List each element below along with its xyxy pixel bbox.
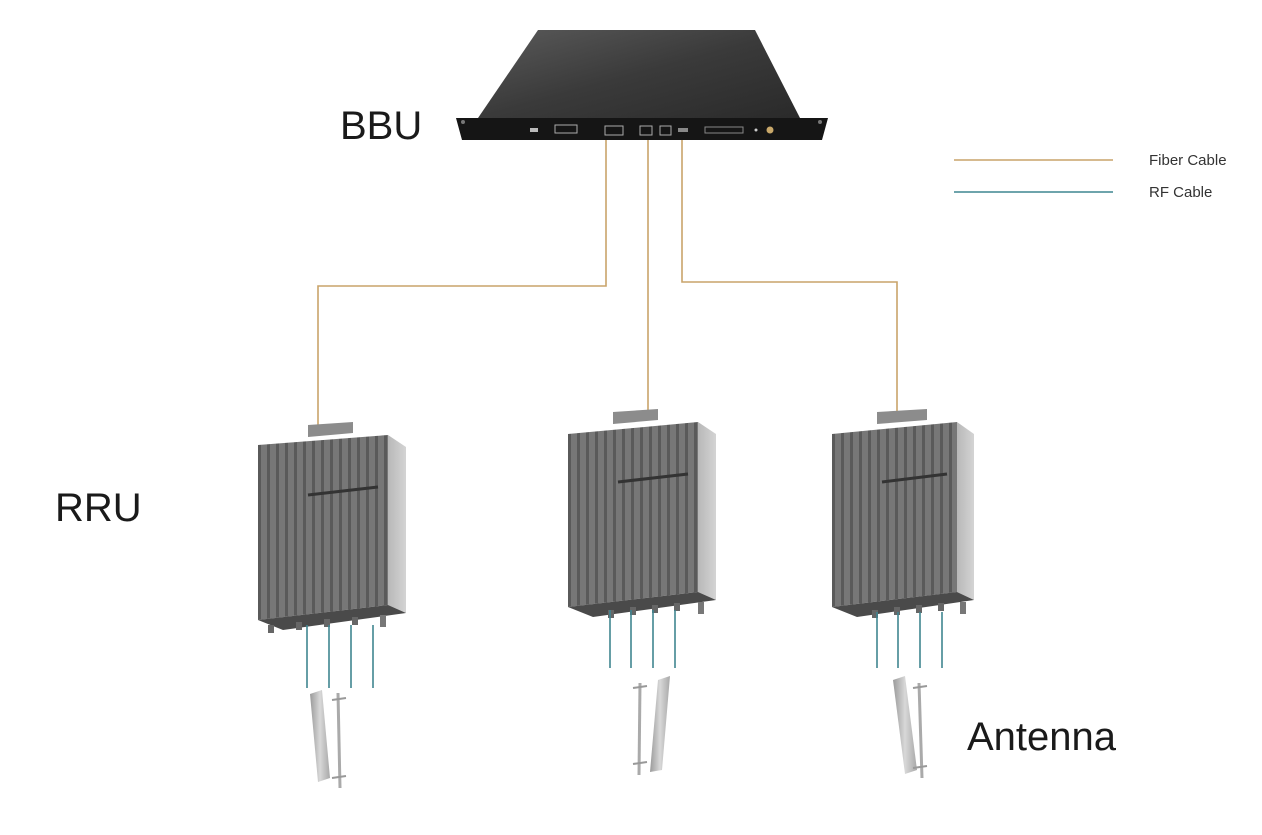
antenna-3 <box>893 676 928 779</box>
rf-cables-1 <box>306 625 374 688</box>
fiber-cables <box>317 140 898 425</box>
antenna-2 <box>632 676 670 776</box>
rru-unit-2 <box>568 409 716 618</box>
rru-unit-1 <box>258 422 406 633</box>
legend-fiber-label: Fiber Cable <box>1149 152 1227 169</box>
legend-rf-label: RF Cable <box>1149 184 1213 201</box>
bbu-device <box>456 30 828 140</box>
rf-cables-3 <box>876 612 943 668</box>
fiber-cable-3 <box>681 140 898 417</box>
antenna-1 <box>310 690 347 789</box>
rru-unit-3 <box>832 409 974 618</box>
bbu-label: BBU <box>340 104 423 148</box>
antenna-label: Antenna <box>967 715 1117 759</box>
rf-cables-2 <box>609 610 676 668</box>
fiber-cable-1 <box>317 140 607 425</box>
rru-label: RRU <box>55 486 142 530</box>
